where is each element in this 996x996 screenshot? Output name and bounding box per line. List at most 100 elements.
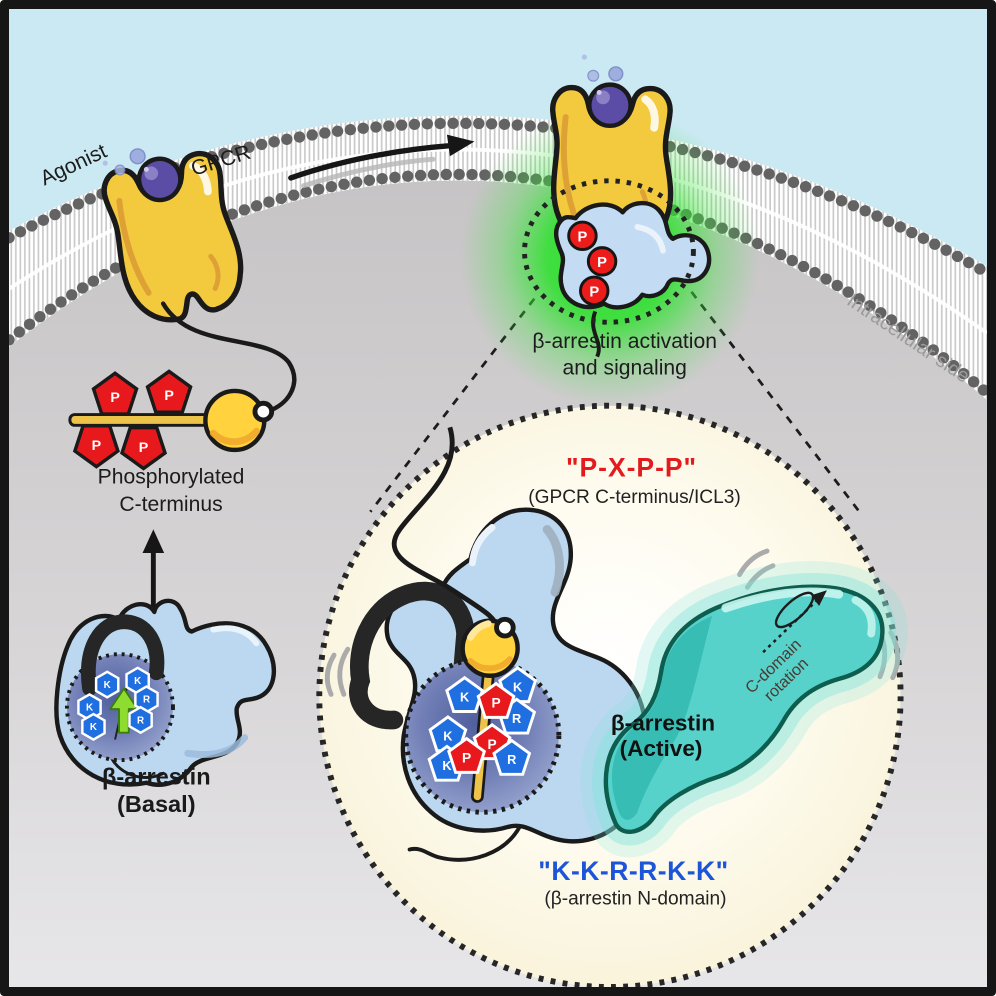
basic-residue-pentagon: K [428, 715, 468, 753]
lysine-letter: K [90, 722, 97, 733]
padlock-closed-shackle-icon [81, 614, 165, 696]
phosphate-pentagon: P [73, 424, 120, 469]
lysine-letter: K [442, 758, 452, 773]
basic-residue-hexagon: K [125, 666, 150, 695]
lens-arrestin-tail [407, 824, 522, 862]
basal-label-line1: β-arrestin [102, 764, 211, 790]
lysine-letter: K [86, 703, 93, 714]
phosphate-letter: P [110, 390, 119, 406]
pxpp-sub-label: (GPCR C-terminus/ICL3) [528, 487, 741, 508]
phosphate-ball [579, 275, 610, 307]
arginine-letter: R [512, 711, 521, 726]
basic-residue-hexagon: R [134, 685, 159, 714]
basic-residue-hexagon: K [77, 693, 102, 722]
basic-residue-pentagon: K [445, 676, 484, 713]
n-domain-shadow [542, 525, 564, 597]
ligand-bubble [581, 54, 587, 60]
pxpp-motif-label: "P-X-P-P" [566, 452, 697, 482]
basal-blob-highlight [210, 625, 260, 647]
active-label-line2: (Active) [620, 736, 703, 761]
agonist-ligand [587, 82, 633, 129]
basal-label-line2: (Basal) [117, 791, 196, 817]
phosphate-ball [586, 246, 618, 277]
basic-residue-pentagon: R [497, 697, 536, 735]
gpcr-left [99, 146, 250, 329]
beta-arrestin-basal: K K R K K R [54, 598, 277, 787]
c-domain-inner-shade [611, 615, 713, 820]
ligand-bubble [587, 69, 600, 82]
phosphate-letter: P [597, 255, 607, 271]
lysine-letter: K [513, 679, 523, 694]
agonist-glint [596, 90, 602, 95]
phospho-label-line1: Phosphorylated [98, 465, 245, 488]
lens-ball-shade [467, 656, 513, 672]
basic-residue-pentagon: K [427, 744, 467, 782]
phosphate-letter: P [491, 696, 500, 711]
basal-green-arrow [109, 687, 139, 734]
phosphate-letter: P [92, 438, 101, 454]
phosphate-pentagon: P [472, 723, 512, 761]
phosphate-letter: P [488, 737, 497, 752]
arrow-shaft [288, 142, 456, 181]
arrow-head [446, 134, 475, 157]
ligand-bubble [114, 164, 126, 176]
activation-label-line1: β-arrestin activation [532, 330, 717, 353]
c-domain-highlight [721, 587, 844, 613]
ligand-bubble [102, 160, 108, 166]
motion-arcs-top-right [737, 548, 776, 590]
engaged-c-tail [591, 310, 601, 358]
phosphate-pentagon: P [145, 369, 193, 414]
c-domain-rotation-arrow [762, 590, 827, 654]
c-domain-tip-highlight [851, 596, 876, 638]
lipid-tails [9, 115, 987, 400]
kkrrkk-sub-label: (β-arrestin N-domain) [544, 889, 726, 910]
phosphate-letter: P [589, 285, 599, 301]
basic-residue-hexagon: K [81, 712, 106, 741]
membrane-translocation-arrow [288, 134, 475, 189]
phosphate-letter: P [578, 230, 588, 246]
phosphate-pentagon: P [91, 371, 139, 416]
lens-ball-highlight [467, 620, 492, 641]
basic-residue-hexagon: R [128, 705, 153, 734]
zoom-source-dotted-circle [522, 178, 696, 325]
basic-residue-pentagon: R [492, 739, 531, 776]
agonist-glint [143, 166, 149, 172]
phosphate-letter: P [164, 388, 173, 404]
lysine-letter: K [443, 729, 453, 744]
arginine-letter: R [507, 752, 516, 767]
basal-blob-shadow [184, 734, 249, 758]
activation-up-arrow [142, 529, 165, 608]
phosphate-pentagon: P [476, 682, 516, 719]
c-terminus-ball-shade [209, 427, 260, 446]
padlock-open-shackle-icon [349, 581, 475, 730]
active-c-domain [580, 561, 908, 858]
lens-c-terminus-string [391, 426, 501, 631]
phosphorylated-c-terminus: P P P P [68, 301, 297, 471]
basic-residue-hexagon: K [94, 670, 120, 699]
arginine-letter: R [137, 715, 144, 726]
callout-dashed-line-left [369, 297, 536, 513]
lysine-letter: K [134, 676, 141, 687]
phosphate-ball [567, 220, 598, 252]
active-label-line1: β-arrestin [611, 711, 715, 736]
beta-arrestin-engaged: P P P [553, 200, 712, 358]
lysine-letter: K [460, 689, 470, 704]
arginine-letter: R [143, 695, 150, 706]
phosphate-letter: P [139, 440, 148, 456]
n-domain-highlight [469, 524, 496, 567]
lysine-letter: K [104, 680, 111, 691]
activation-label-line2: and signaling [562, 356, 686, 379]
motion-arcs-left [324, 646, 351, 697]
lens-contents: C-domain rotation K K R P K P [324, 426, 908, 910]
arrow-swoosh-shadow [301, 156, 436, 189]
engaged-arrestin-highlight [634, 224, 666, 254]
gpcr-active [553, 54, 671, 246]
c-terminus-eyelet [252, 400, 275, 423]
phosphate-letter: P [462, 751, 471, 766]
kkrrkk-motif-label: "K-K-R-R-K-K" [538, 856, 728, 886]
phosphate-pentagon: P [447, 737, 486, 774]
ligand-bubble [608, 66, 624, 82]
phospho-label-line2: C-terminus [119, 493, 222, 516]
lens-eyelet [494, 616, 516, 639]
